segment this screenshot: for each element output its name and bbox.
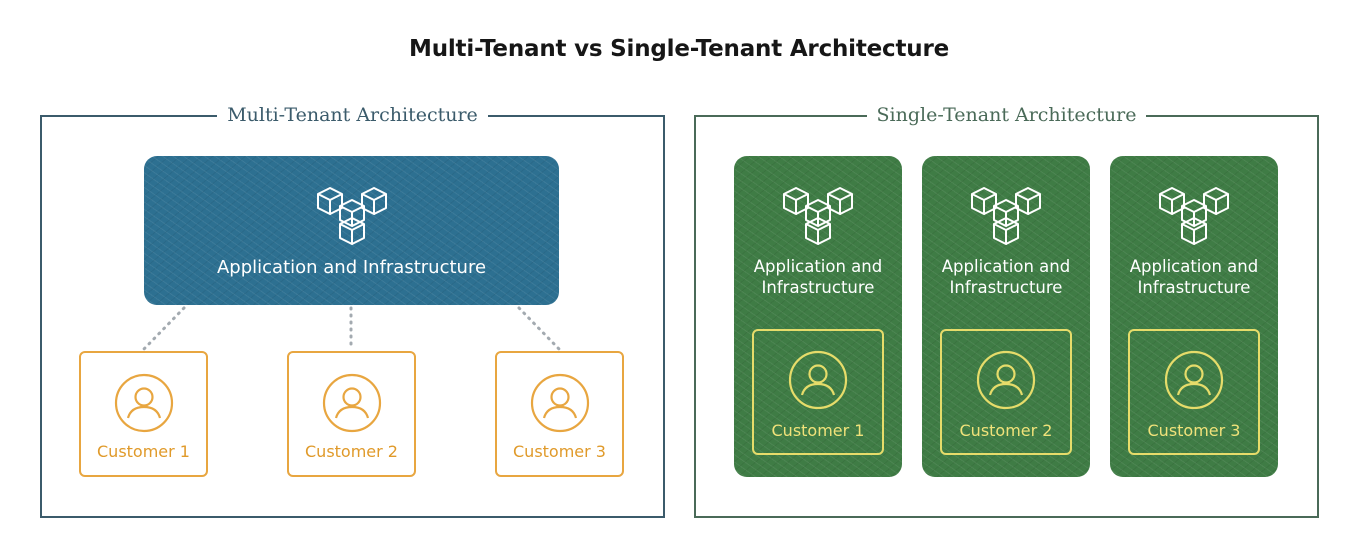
single-customer-2-label: Customer 2 — [959, 421, 1053, 440]
single-customer-2-box: Customer 2 — [940, 329, 1072, 455]
single-customer-3-box: Customer 3 — [1128, 329, 1260, 455]
cubes-icon — [783, 187, 853, 245]
single-stack-1-app-label: Application and Infrastructure — [753, 257, 883, 297]
connector-customer-1 — [141, 306, 186, 352]
diagram-title: Multi-Tenant vs Single-Tenant Architectu… — [409, 36, 949, 62]
single-customer-3-label: Customer 3 — [1147, 421, 1241, 440]
cubes-icon — [317, 187, 387, 245]
user-icon — [788, 350, 848, 410]
cubes-icon — [971, 187, 1041, 245]
shared-application-label: Application and Infrastructure — [216, 257, 487, 278]
user-icon — [322, 373, 382, 433]
multi-customer-1-box: Customer 1 — [79, 351, 208, 477]
single-customer-1-label: Customer 1 — [771, 421, 865, 440]
user-icon — [976, 350, 1036, 410]
single-tenant-panel: Single-Tenant Architecture — [694, 104, 1319, 518]
multi-customer-3-box: Customer 3 — [495, 351, 624, 477]
multi-customer-2-label: Customer 2 — [305, 442, 398, 461]
single-tenant-label: Single-Tenant Architecture — [866, 104, 1147, 126]
connector-customer-3 — [517, 306, 562, 352]
multi-tenant-label: Multi-Tenant Architecture — [217, 104, 488, 126]
single-customer-1-box: Customer 1 — [752, 329, 884, 455]
user-icon — [1164, 350, 1224, 410]
multi-customer-2-box: Customer 2 — [287, 351, 416, 477]
single-stack-3-app-label: Application and Infrastructure — [1129, 257, 1259, 297]
multi-tenant-panel: Multi-Tenant Architecture — [40, 104, 665, 518]
single-stack-2: Application and Infrastructure Customer … — [922, 156, 1090, 477]
user-icon — [530, 373, 590, 433]
single-stack-1: Application and Infrastructure Customer … — [734, 156, 902, 477]
single-stack-3: Application and Infrastructure Customer … — [1110, 156, 1278, 477]
cubes-icon — [1159, 187, 1229, 245]
user-icon — [114, 373, 174, 433]
multi-customer-1-label: Customer 1 — [97, 442, 190, 461]
single-stack-2-app-label: Application and Infrastructure — [941, 257, 1071, 297]
shared-application-box: Application and Infrastructure — [144, 156, 559, 305]
multi-customer-3-label: Customer 3 — [513, 442, 606, 461]
